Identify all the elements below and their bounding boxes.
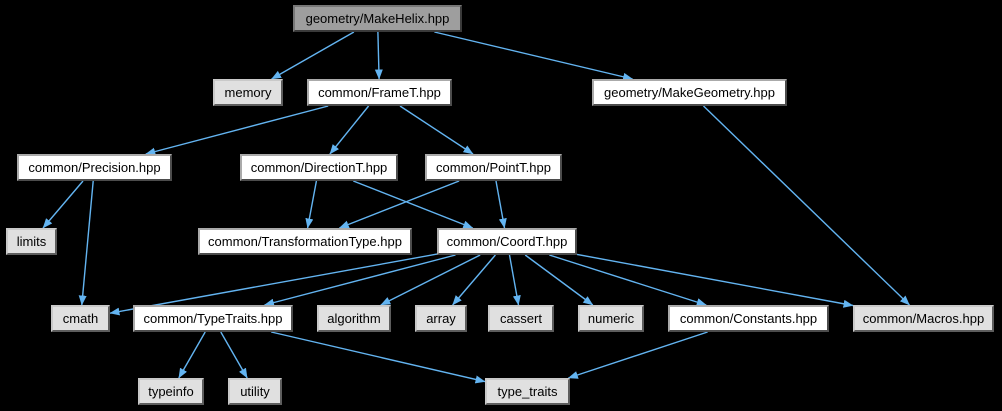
node-label: cassert [500,311,542,326]
edge-framet-pointt [399,105,474,155]
edge-coordt-constants [549,254,707,306]
edge-coordt-cmath [109,253,438,316]
node-algorithm: algorithm [317,305,391,332]
node-typeinfo: typeinfo [138,378,204,405]
node-label: algorithm [327,311,381,326]
edge-coordt-typetraits [264,254,456,307]
node-directiont[interactable]: common/DirectionT.hpp [240,154,398,181]
node-label: common/FrameT.hpp [318,85,441,100]
node-label: common/PointT.hpp [436,160,551,175]
node-label: array [426,311,456,326]
edge-coordt-algorithm [380,254,481,306]
node-label: type_traits [497,384,558,399]
node-cassert: cassert [488,305,554,332]
node-label: common/DirectionT.hpp [250,160,388,175]
edge-directiont-transformationtype [305,180,318,229]
edge-makehelix-memory [271,31,355,80]
edge-coordt-cassert [508,254,521,306]
edge-makehelix-framet [374,31,383,80]
node-type_traits: type_traits [485,378,570,405]
node-label: typeinfo [148,384,194,399]
edge-coordt-array [452,254,496,306]
edge-precision-limits [42,180,84,229]
node-cmath: cmath [51,305,110,332]
node-label: common/Constants.hpp [679,311,818,326]
edge-makegeometry-macros [703,105,910,306]
node-label: numeric [587,311,635,326]
node-label: geometry/MakeGeometry.hpp [604,85,775,100]
node-framet[interactable]: common/FrameT.hpp [307,79,452,106]
node-constants[interactable]: common/Constants.hpp [668,305,829,332]
node-precision[interactable]: common/Precision.hpp [17,154,172,181]
edge-constants-type_traits [567,331,708,379]
edge-pointt-coordt [495,180,507,229]
node-label: memory [224,85,272,100]
node-macros: common/Macros.hpp [853,305,994,332]
node-numeric: numeric [578,305,644,332]
node-pointt[interactable]: common/PointT.hpp [425,154,562,181]
node-utility: utility [228,378,282,405]
node-transformationtype[interactable]: common/TransformationType.hpp [198,228,412,255]
edge-typetraits-typeinfo [178,331,206,379]
node-memory: memory [213,79,283,106]
node-label: common/TypeTraits.hpp [143,311,283,326]
edge-typetraits-type_traits [271,331,486,384]
node-makegeometry[interactable]: geometry/MakeGeometry.hpp [592,79,787,106]
node-coordt[interactable]: common/CoordT.hpp [437,228,577,255]
edge-precision-cmath [78,180,94,306]
node-makehelix: geometry/MakeHelix.hpp [293,5,462,32]
node-label: common/Precision.hpp [28,160,161,175]
edge-framet-directiont [329,105,370,155]
edge-coordt-macros [576,253,854,308]
edge-directiont-coordt [353,180,474,229]
edge-framet-precision [145,105,329,156]
edge-coordt-numeric [524,254,594,306]
node-limits: limits [6,228,57,255]
node-typetraits[interactable]: common/TypeTraits.hpp [133,305,293,332]
edge-pointt-transformationtype [338,180,460,229]
node-label: cmath [62,311,99,326]
node-label: utility [240,384,270,399]
edge-typetraits-utility [220,331,248,379]
node-label: common/Macros.hpp [862,311,985,326]
node-label: common/CoordT.hpp [446,234,568,249]
node-label: common/TransformationType.hpp [208,234,402,249]
edge-makehelix-makegeometry [434,31,634,81]
node-array: array [415,305,467,332]
node-label: geometry/MakeHelix.hpp [305,11,450,26]
node-label: limits [16,234,47,249]
